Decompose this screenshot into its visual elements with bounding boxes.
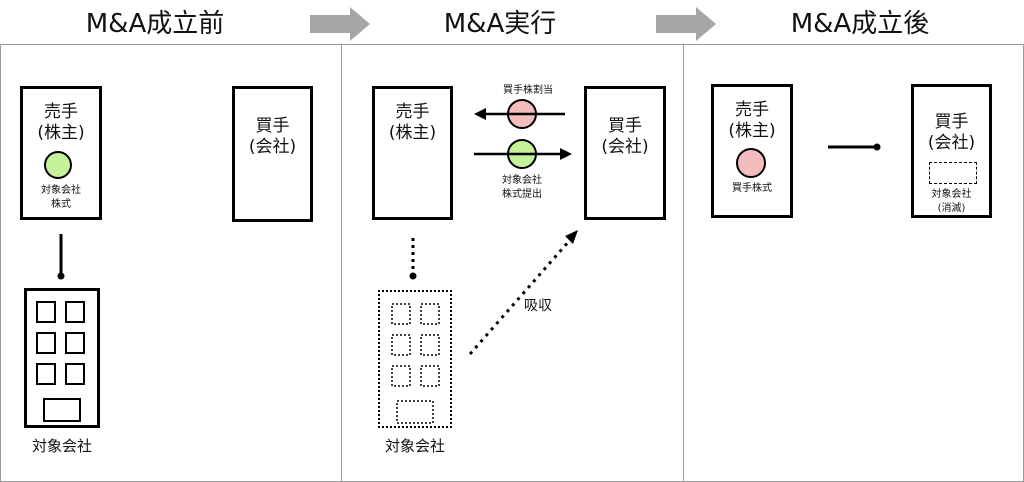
stage-arrow-1-icon (310, 7, 370, 41)
after-buyer-label: 買手 (会社) (927, 112, 976, 154)
stage-title-execution: M&A実行 (443, 9, 557, 39)
after-buyer-box (911, 84, 992, 218)
dissolved-target-label: 対象会社 (消滅) (931, 189, 972, 214)
exec-ownership-dot (409, 272, 417, 280)
buyer-share-allocation-label: 買手株割当 (503, 85, 553, 96)
after-buyer-share-token (736, 148, 766, 178)
stage-title-after: M&A成立後 (790, 9, 930, 39)
buyer-label: 買手 (会社) (248, 116, 297, 158)
exec-target-company-building (378, 290, 452, 428)
exec-buyer-label: 買手 (会社) (601, 116, 649, 158)
buyer-company-box (232, 86, 313, 222)
seller-label: 売手 (株主) (37, 102, 85, 144)
target-share-token (44, 151, 72, 179)
absorption-arrowhead (565, 230, 578, 244)
share-submission-arrowhead (560, 148, 572, 160)
after-buyer-shares-label: 買手株式 (732, 183, 772, 194)
ownership-line-dot (57, 272, 65, 280)
stage-title-before: M&A成立前 (85, 9, 225, 39)
exec-seller-box (372, 86, 453, 220)
after-ownership-dot (873, 143, 881, 151)
absorption-label: 吸収 (524, 298, 552, 314)
target-company-label: 対象会社 (31, 437, 92, 455)
target-shares-label: 対象会社 株式 (41, 185, 81, 210)
after-seller-label: 売手 (株主) (728, 100, 776, 142)
dissolved-target-placeholder (929, 162, 977, 184)
exec-target-company-label: 対象会社 (384, 437, 445, 455)
exec-building-windows (391, 303, 440, 424)
exec-seller-label: 売手 (株主) (388, 102, 437, 144)
stage-arrow-2-icon (656, 7, 716, 41)
building-windows (36, 301, 85, 422)
target-shares-submission-label: 対象会社 株式提出 (502, 175, 542, 200)
absorption-arrow (468, 239, 572, 355)
exec-buyer-box (584, 86, 666, 220)
share-allocation-arrowhead (474, 108, 486, 120)
